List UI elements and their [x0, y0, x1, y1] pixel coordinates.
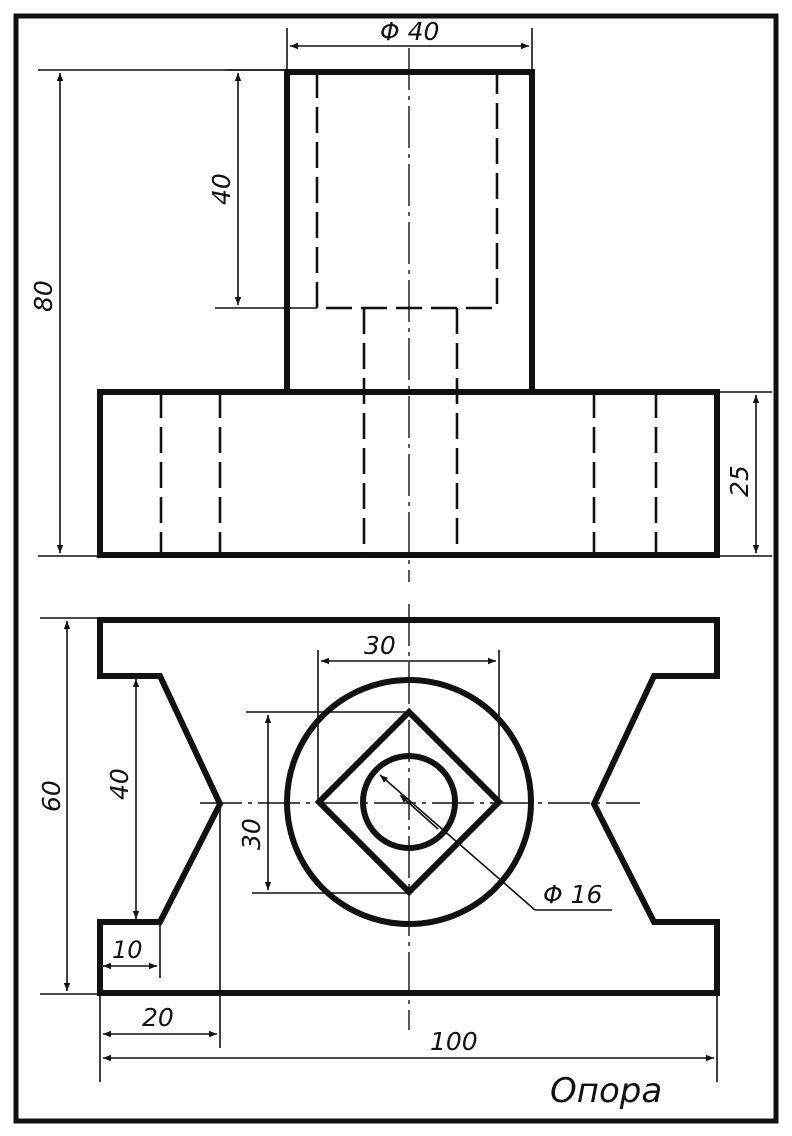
dim-foot-width: 10 [112, 936, 143, 964]
dim-square-height: 30 [237, 818, 266, 850]
dim-square-width: 30 [364, 631, 396, 660]
drawing-frame [13, 13, 779, 1124]
dim-base-height: 25 [725, 465, 754, 497]
plan-dimensions: 30 30 Φ 16 60 40 10 20 100 [37, 617, 718, 1082]
square-recess [314, 707, 504, 897]
dim-bore-depth: 40 [207, 173, 236, 205]
dim-total-width: 100 [430, 1027, 478, 1056]
hidden-bore [315, 72, 499, 310]
dim-top-diameter: Φ 40 [380, 17, 439, 46]
plan-view [97, 604, 720, 1030]
drawing-title: Опора [550, 1071, 662, 1111]
base-block-outline [97, 389, 720, 558]
front-view [97, 48, 720, 582]
dim-notch-width: 40 [105, 768, 134, 800]
leader-hole-inner [399, 794, 439, 830]
dim-total-height: 80 [29, 280, 58, 312]
front-dimensions: Φ 40 40 80 25 [29, 17, 772, 557]
dim-hole-diameter: Φ 16 [543, 880, 602, 909]
dim-notch-offset: 20 [142, 1003, 174, 1032]
dim-plan-depth: 60 [37, 780, 66, 812]
